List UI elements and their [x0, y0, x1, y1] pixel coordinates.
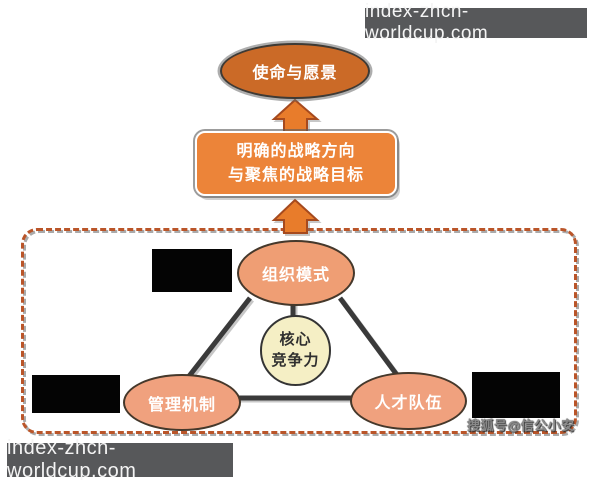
organization-mode-ellipse: 组织模式 — [237, 240, 355, 306]
core-competitiveness-circle: 核心 竞争力 — [260, 315, 331, 386]
sohu-account-watermark: 搜狐号@信公小安 — [467, 418, 575, 433]
up-arrow-top-icon — [271, 98, 320, 133]
site-badge-bottom: index-zhcn-worldcup.com — [7, 437, 233, 480]
strategy-line-1: 明确的战略方向 — [236, 143, 356, 161]
site-badge-top: index-zhcn-worldcup.com — [365, 1, 587, 44]
talent-team-label: 人才队伍 — [374, 395, 443, 412]
organization-mode-label: 组织模式 — [261, 267, 330, 284]
redacted-label-bottom-right — [472, 372, 560, 418]
talent-team-ellipse: 人才队伍 — [350, 372, 467, 430]
core-label-line-1: 核心 — [279, 331, 312, 349]
management-mechanism-label: 管理机制 — [147, 396, 216, 414]
mission-vision-ellipse: 使命与愿景 — [220, 43, 370, 99]
management-mechanism-ellipse: 管理机制 — [123, 374, 241, 431]
up-arrow-middle-icon — [271, 198, 320, 234]
redacted-label-bottom-left — [32, 375, 120, 413]
strategy-box: 明确的战略方向 与聚焦的战略目标 — [195, 131, 397, 196]
core-label-line-2: 竞争力 — [271, 351, 320, 369]
redacted-label-left-of-organization — [152, 249, 232, 292]
strategy-line-2: 与聚焦的战略目标 — [227, 166, 364, 184]
mission-vision-label: 使命与愿景 — [252, 65, 338, 82]
